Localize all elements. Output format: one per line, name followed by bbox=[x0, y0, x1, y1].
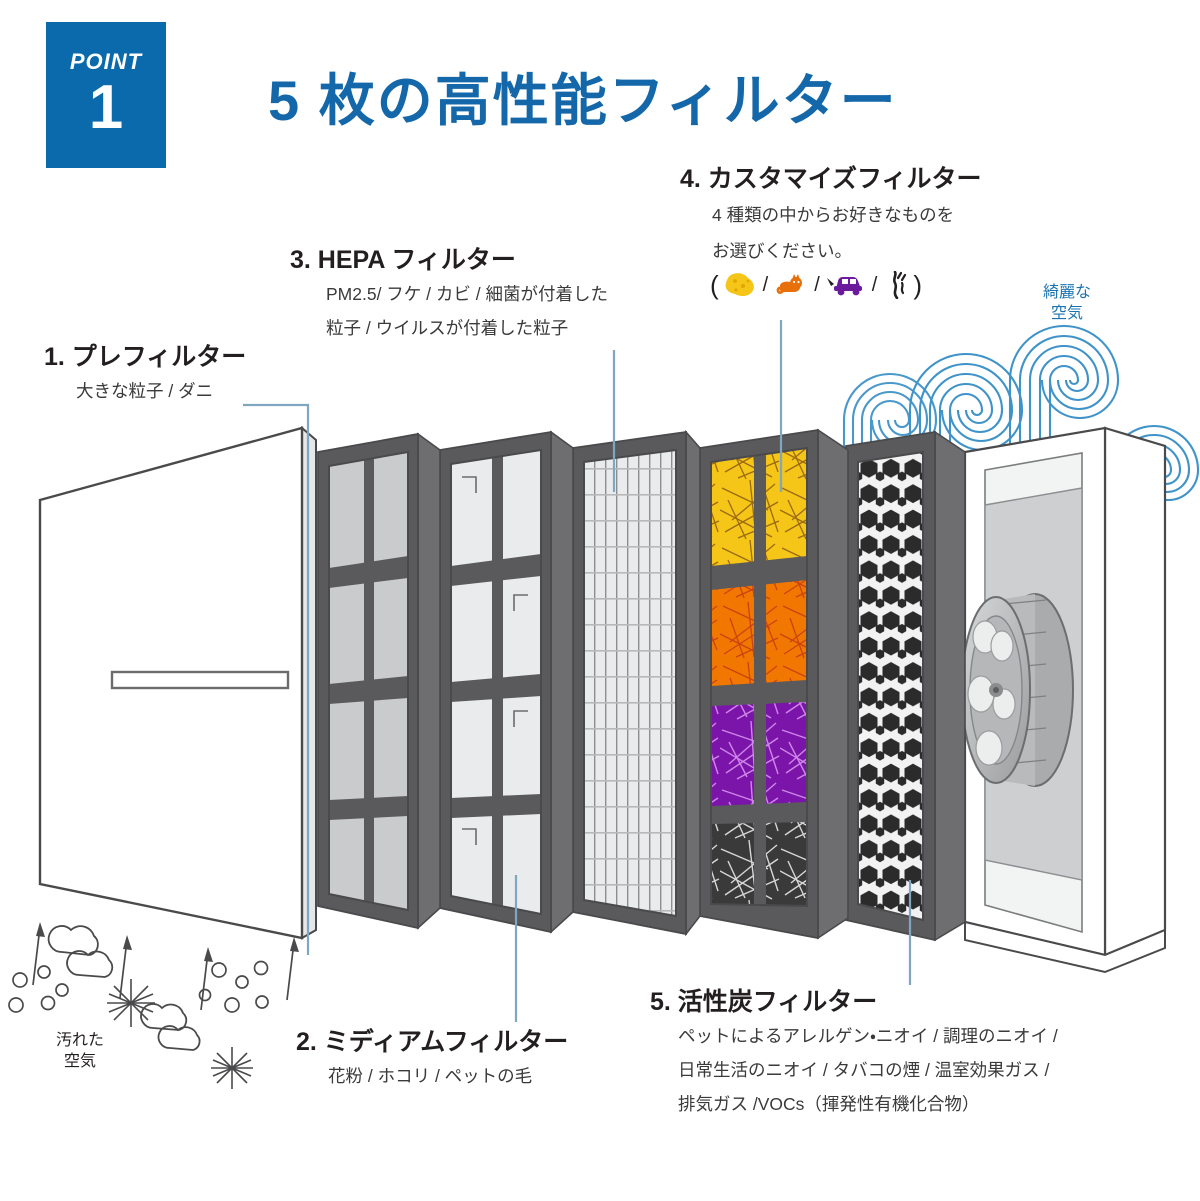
cat-icon bbox=[776, 274, 803, 295]
callout-medium-filter: 2. ミディアムフィルター 花粉 / ホコリ / ペットの毛 bbox=[296, 1028, 568, 1091]
clean-air-label-line-1: 綺麗な bbox=[1043, 284, 1092, 301]
icon-row-open-paren: ( bbox=[710, 269, 719, 300]
callout-customize-filter-line-1: 4 種類の中からお好きなものを bbox=[712, 204, 955, 225]
panel-pre-filter bbox=[38, 425, 317, 940]
point-badge-word: POINT bbox=[69, 49, 143, 74]
panel-medium-filter-front bbox=[317, 432, 441, 930]
callout-hepa-filter-line-2: 粒子 / ウイルスが付着した粒子 bbox=[326, 317, 569, 338]
callout-activated-carbon-heading: 5. 活性炭フィルター bbox=[650, 988, 878, 1016]
panel-customize-filter bbox=[699, 428, 849, 940]
icon-row-separator-2: / bbox=[814, 273, 820, 296]
panel-activated-carbon bbox=[845, 430, 966, 942]
dirty-air-particles bbox=[8, 922, 299, 1089]
clean-air-label: 綺麗な 空気 bbox=[1043, 283, 1091, 325]
car-icon bbox=[826, 277, 862, 296]
callout-pre-filter-heading: 1. プレフィルター bbox=[44, 343, 247, 371]
customize-filter-icon-row: ( / / bbox=[710, 270, 982, 301]
point-badge: POINT 1 bbox=[46, 22, 166, 168]
dirty-air-label: 汚れた 空気 bbox=[56, 1031, 104, 1073]
pollen-allergen-icon bbox=[725, 273, 754, 297]
icon-row-separator-1: / bbox=[762, 273, 769, 296]
leader-lines bbox=[243, 320, 912, 1022]
dirty-air-label-line-1: 汚れた bbox=[56, 1032, 105, 1049]
callout-customize-filter-line-2: お選びください。 bbox=[712, 240, 852, 261]
panel-medium-filter-back bbox=[439, 430, 574, 934]
callout-medium-filter-line-1: 花粉 / ホコリ / ペットの毛 bbox=[328, 1065, 533, 1086]
callout-customize-filter-heading: 4. カスタマイズフィルター bbox=[680, 165, 982, 193]
page-title: 5 枚の高性能フィルター bbox=[268, 69, 898, 132]
callout-hepa-filter: 3. HEPA フィルター PM2.5/ フケ / カビ / 細菌が付着した 粒… bbox=[290, 246, 608, 343]
smoke-icon bbox=[893, 271, 907, 300]
callout-activated-carbon-filter: 5. 活性炭フィルター ペットによるアレルゲン・ニオイ / 調理のニオイ / 日… bbox=[650, 988, 1058, 1119]
icon-row-close-paren: ) bbox=[913, 269, 923, 300]
callout-medium-filter-heading: 2. ミディアムフィルター bbox=[296, 1028, 569, 1056]
blower-housing bbox=[961, 426, 1167, 974]
callout-pre-filter: 1. プレフィルター 大きな粒子 / ダニ bbox=[44, 343, 246, 406]
callout-customize-filter: 4. カスタマイズフィルター 4 種類の中からお好きなものを お選びください。 … bbox=[680, 165, 982, 301]
callout-hepa-filter-line-1: PM2.5/ フケ / カビ / 細菌が付着した bbox=[326, 283, 608, 304]
callout-activated-carbon-line-1: ペットによるアレルゲン・ニオイ / 調理のニオイ / bbox=[678, 1025, 1058, 1046]
callout-hepa-filter-heading: 3. HEPA フィルター bbox=[290, 246, 516, 274]
clean-air-label-line-2: 空気 bbox=[1051, 304, 1084, 322]
icon-row-separator-3: / bbox=[871, 273, 878, 296]
callout-activated-carbon-line-2: 日常生活のニオイ / タバコの煙 / 温室効果ガス / bbox=[678, 1059, 1050, 1080]
panel-hepa-filter bbox=[572, 429, 701, 937]
point-badge-number: 1 bbox=[88, 73, 124, 142]
callout-pre-filter-line-1: 大きな粒子 / ダニ bbox=[76, 380, 214, 401]
dirty-air-label-line-2: 空気 bbox=[64, 1052, 97, 1070]
blower-fan bbox=[961, 593, 1074, 787]
callout-activated-carbon-line-3: 排気ガス /VOCs（揮発性有機化合物） bbox=[678, 1093, 980, 1114]
